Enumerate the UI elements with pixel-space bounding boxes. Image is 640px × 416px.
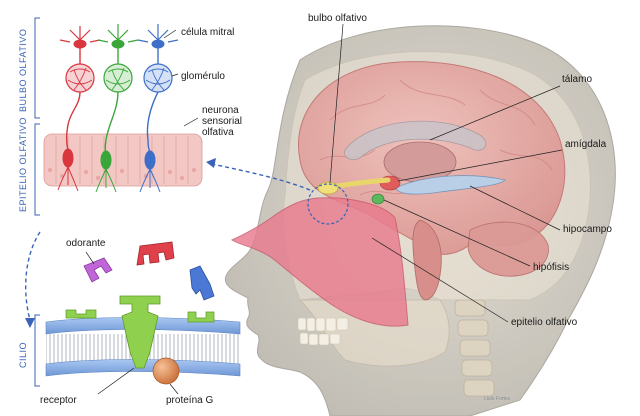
leader-epitelio-olfativo — [371, 237, 509, 323]
arrowhead-panel — [206, 158, 216, 168]
label-receptor: receptor — [40, 395, 77, 406]
label-odorante: odorante — [66, 238, 106, 249]
leader-proteina-g — [169, 383, 179, 395]
cerebellum — [467, 221, 549, 277]
leader-glomerulo — [171, 73, 179, 77]
label-celula-mitral: célula mitral — [181, 27, 234, 38]
leader-hipofisis — [383, 199, 531, 267]
head-illustration — [224, 25, 616, 416]
brainstem — [412, 219, 442, 301]
spine — [454, 299, 495, 397]
teeth — [297, 317, 349, 346]
leader-odorante — [85, 251, 95, 265]
odorant-magenta — [83, 257, 113, 283]
arrow-panel-to-cilio — [25, 231, 41, 321]
leader-receptor — [97, 367, 135, 395]
leader-celula-mitral — [163, 29, 177, 39]
receptor-main — [119, 295, 161, 369]
hypophysis — [371, 193, 385, 205]
bracket-bulbo — [34, 17, 40, 119]
epithelium-cells — [43, 133, 203, 187]
leader-neurona — [183, 117, 199, 127]
corpus-callosum — [344, 120, 487, 160]
hippocampus — [394, 175, 506, 195]
leader-bulbo-olfativo — [329, 23, 344, 184]
label-neurona-3: olfativa — [202, 127, 234, 138]
label-bulbo-olfativo: bulbo olfativo — [308, 13, 367, 24]
odorant-blue — [189, 265, 215, 301]
label-neurona-2: sensorial — [202, 116, 242, 127]
credit: Lluís Fortes — [484, 396, 511, 402]
neuron-panel — [34, 17, 203, 216]
leader-hipocampo — [469, 185, 561, 231]
olfactory-bulb-shape — [317, 181, 339, 195]
label-neurona-1: neurona — [202, 105, 239, 116]
g-protein — [152, 357, 180, 385]
arrowhead-cilio — [25, 318, 35, 328]
label-hipocampo: hipocampo — [563, 224, 612, 235]
right-leaders — [329, 23, 563, 323]
neuron-blue — [137, 24, 179, 193]
label-epitelio-side: EPITELIO OLFATIVO — [18, 117, 28, 212]
receptor-small-right — [187, 311, 215, 323]
nasal-mucosa — [230, 197, 409, 327]
label-bulbo-side: BULBO OLFATIVO — [18, 29, 28, 112]
magnify-circle — [307, 183, 349, 225]
odorant-red — [136, 241, 175, 266]
label-glomerulo: glomérulo — [181, 71, 225, 82]
label-cilio-side: CILIO — [18, 342, 28, 368]
label-amigdala: amígdala — [565, 139, 607, 150]
arrow-head-to-panel — [211, 163, 311, 191]
leader-amigdala — [397, 149, 563, 182]
bracket-epitelio — [34, 123, 40, 216]
neuron-red — [57, 26, 101, 192]
membrane-panel — [34, 241, 241, 395]
label-epitelio-olfativo: epitelio olfativo — [511, 317, 578, 328]
receptor-small-left — [65, 309, 97, 319]
leader-talamo — [429, 85, 561, 141]
label-proteina-g: proteína G — [166, 395, 213, 406]
zoom-arrows — [25, 163, 311, 321]
label-hipofisis: hipófisis — [533, 262, 569, 273]
label-talamo: tálamo — [562, 74, 592, 85]
neuron-green — [95, 24, 139, 193]
bracket-cilio — [34, 314, 40, 387]
